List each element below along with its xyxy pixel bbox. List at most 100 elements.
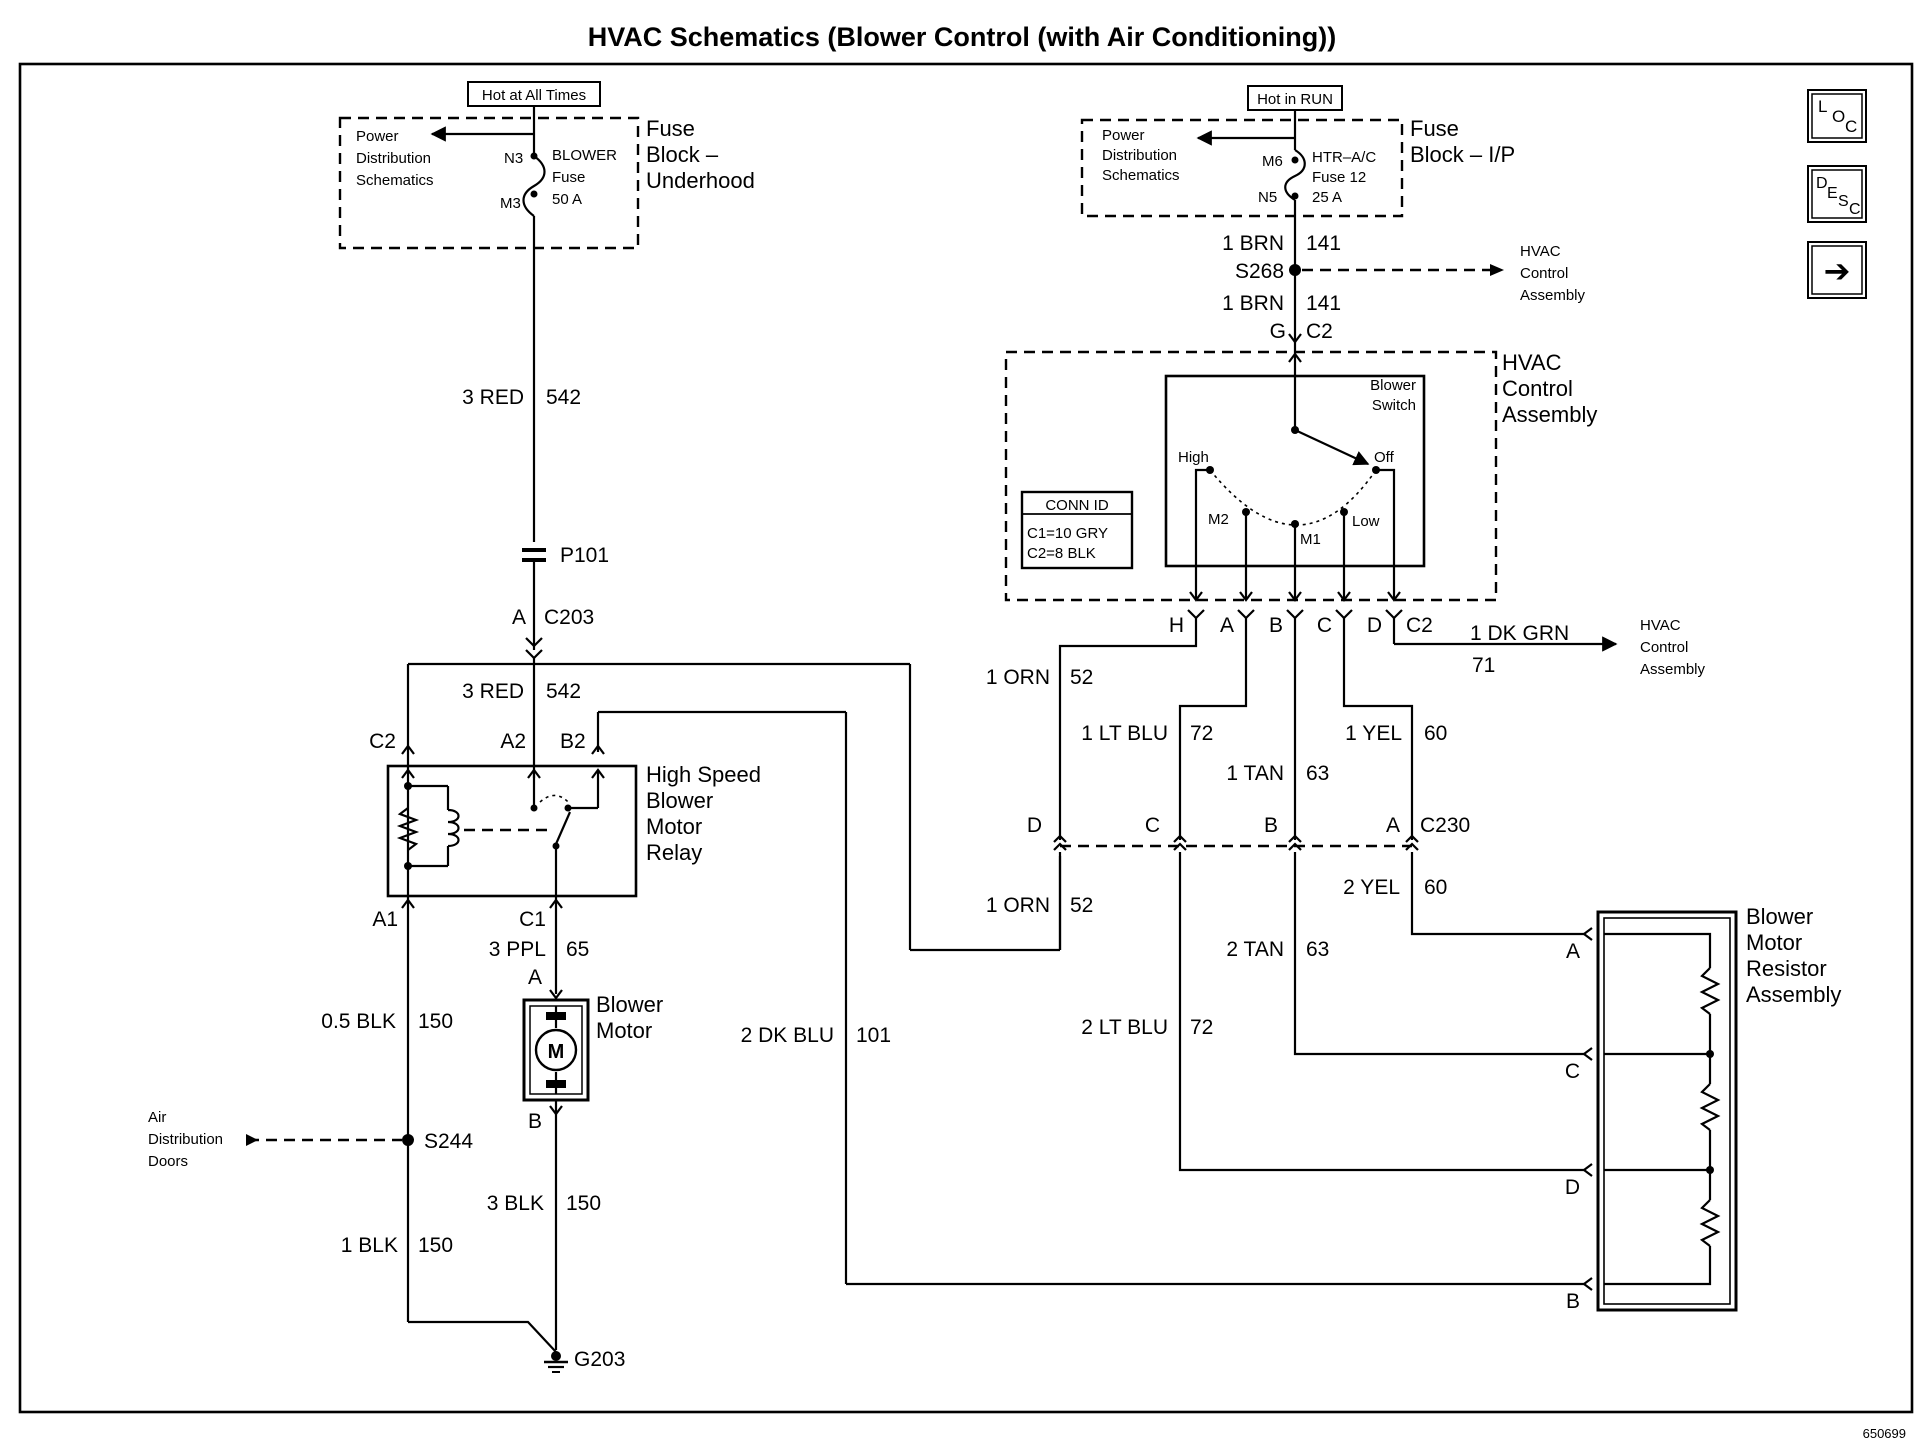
svg-text:101: 101 <box>856 1024 891 1047</box>
svg-text:Underhood: Underhood <box>646 168 755 193</box>
switch-position-m1: M1 <box>1300 531 1321 548</box>
svg-text:D: D <box>1565 1176 1580 1199</box>
svg-text:C: C <box>1845 117 1857 136</box>
svg-text:O: O <box>1832 107 1845 126</box>
svg-text:Fuse: Fuse <box>1410 116 1459 141</box>
loc-button[interactable]: L O C <box>1807 89 1867 143</box>
svg-text:C2: C2 <box>1306 320 1333 343</box>
svg-text:D: D <box>1027 814 1042 837</box>
svg-text:C230: C230 <box>1420 814 1470 837</box>
svg-text:2 DK BLU: 2 DK BLU <box>741 1024 834 1047</box>
svg-text:D: D <box>1367 614 1382 637</box>
svg-text:25 A: 25 A <box>1312 189 1342 206</box>
svg-text:542: 542 <box>546 680 581 703</box>
svg-text:N3: N3 <box>504 150 523 167</box>
svg-text:A: A <box>528 966 542 989</box>
high-speed-blower-relay: High Speed Blower Motor Relay <box>386 752 761 898</box>
svg-text:Blower: Blower <box>596 992 663 1017</box>
svg-text:High Speed: High Speed <box>646 762 761 787</box>
next-page-button[interactable]: ➔ <box>1807 241 1867 299</box>
svg-text:Motor: Motor <box>1746 930 1802 955</box>
svg-text:Doors: Doors <box>148 1153 188 1170</box>
g203-ground: G203 <box>544 1348 625 1373</box>
svg-text:2 TAN: 2 TAN <box>1226 938 1284 961</box>
svg-text:1 YEL: 1 YEL <box>1345 722 1402 745</box>
svg-text:CONN ID: CONN ID <box>1045 497 1109 514</box>
svg-text:Distribution: Distribution <box>1102 147 1177 164</box>
svg-text:60: 60 <box>1424 876 1447 899</box>
svg-text:Block – I/P: Block – I/P <box>1410 142 1515 167</box>
hvac-control-assembly: HVAC Control Assembly CONN ID C1=10 GRY … <box>1004 350 1597 602</box>
svg-text:63: 63 <box>1306 762 1329 785</box>
svg-text:1 BRN: 1 BRN <box>1222 232 1284 255</box>
svg-text:Assembly: Assembly <box>1640 661 1706 678</box>
svg-text:65: 65 <box>566 938 589 961</box>
s244-splice <box>402 1134 414 1146</box>
svg-text:Motor: Motor <box>646 814 702 839</box>
page-title: HVAC Schematics (Blower Control (with Ai… <box>588 22 1337 52</box>
c203-pin-label: A <box>512 606 526 629</box>
svg-text:Distribution: Distribution <box>148 1131 223 1148</box>
svg-text:A2: A2 <box>500 730 526 753</box>
svg-text:1 ORN: 1 ORN <box>986 894 1050 917</box>
hvac-c2-connector: H A B C D C2 <box>1169 609 1433 637</box>
svg-text:G: G <box>1270 320 1286 343</box>
blower-motor: A M Blower Motor B <box>522 966 663 1133</box>
svg-text:C1=10 GRY: C1=10 GRY <box>1027 525 1108 542</box>
svg-text:0.5 BLK: 0.5 BLK <box>321 1010 396 1033</box>
svg-text:G203: G203 <box>574 1348 625 1371</box>
hot-at-all-times-label: Hot at All Times <box>482 87 586 104</box>
svg-text:N5: N5 <box>1258 189 1277 206</box>
svg-text:D: D <box>1816 175 1828 192</box>
air-distribution-ref: Air <box>148 1109 166 1126</box>
svg-text:Fuse: Fuse <box>646 116 695 141</box>
switch-position-low: Low <box>1352 513 1380 530</box>
svg-text:3 PPL: 3 PPL <box>489 938 546 961</box>
s268-splice <box>1289 264 1301 276</box>
svg-text:150: 150 <box>566 1192 601 1215</box>
svg-text:S244: S244 <box>424 1130 473 1153</box>
svg-text:A: A <box>1566 940 1580 963</box>
svg-text:72: 72 <box>1190 1016 1213 1039</box>
hvac-control-ref: HVAC <box>1520 243 1561 260</box>
svg-text:Assembly: Assembly <box>1520 287 1586 304</box>
svg-text:C: C <box>1145 814 1160 837</box>
svg-text:Schematics: Schematics <box>1102 167 1180 184</box>
svg-text:2 YEL: 2 YEL <box>1343 876 1400 899</box>
blower-motor-resistor-assembly: A C D B Blower Motor Resistor Assembly <box>1565 904 1842 1313</box>
svg-text:60: 60 <box>1424 722 1447 745</box>
svg-text:E: E <box>1827 185 1838 202</box>
svg-text:Fuse: Fuse <box>552 169 585 186</box>
svg-text:C2: C2 <box>369 730 396 753</box>
svg-text:141: 141 <box>1306 292 1341 315</box>
svg-text:M6: M6 <box>1262 153 1283 170</box>
svg-text:A1: A1 <box>372 908 398 931</box>
svg-text:L: L <box>1818 97 1827 116</box>
svg-text:150: 150 <box>418 1234 453 1257</box>
svg-text:63: 63 <box>1306 938 1329 961</box>
svg-text:Schematics: Schematics <box>356 172 434 189</box>
schematic-frame <box>18 62 1914 1414</box>
svg-text:C2=8 BLK: C2=8 BLK <box>1027 545 1096 562</box>
svg-text:Power: Power <box>356 128 399 145</box>
svg-text:1 TAN: 1 TAN <box>1226 762 1284 785</box>
svg-text:S268: S268 <box>1235 260 1284 283</box>
desc-button[interactable]: D E S C <box>1807 165 1867 223</box>
svg-text:141: 141 <box>1306 232 1341 255</box>
svg-text:Assembly: Assembly <box>1502 402 1597 427</box>
svg-text:Control: Control <box>1520 265 1568 282</box>
svg-text:Switch: Switch <box>1372 397 1416 414</box>
hvac-control-ref-2: HVAC <box>1640 617 1681 634</box>
svg-text:Assembly: Assembly <box>1746 982 1841 1007</box>
svg-text:150: 150 <box>418 1010 453 1033</box>
svg-text:B2: B2 <box>560 730 586 753</box>
svg-text:Block –: Block – <box>646 142 719 167</box>
figure-id: 650699 <box>1863 1426 1906 1441</box>
svg-text:S: S <box>1838 193 1849 210</box>
svg-text:3 RED: 3 RED <box>462 680 524 703</box>
svg-text:1 LT BLU: 1 LT BLU <box>1081 722 1168 745</box>
svg-text:Distribution: Distribution <box>356 150 431 167</box>
svg-text:B: B <box>1566 1290 1580 1313</box>
svg-text:Relay: Relay <box>646 840 702 865</box>
